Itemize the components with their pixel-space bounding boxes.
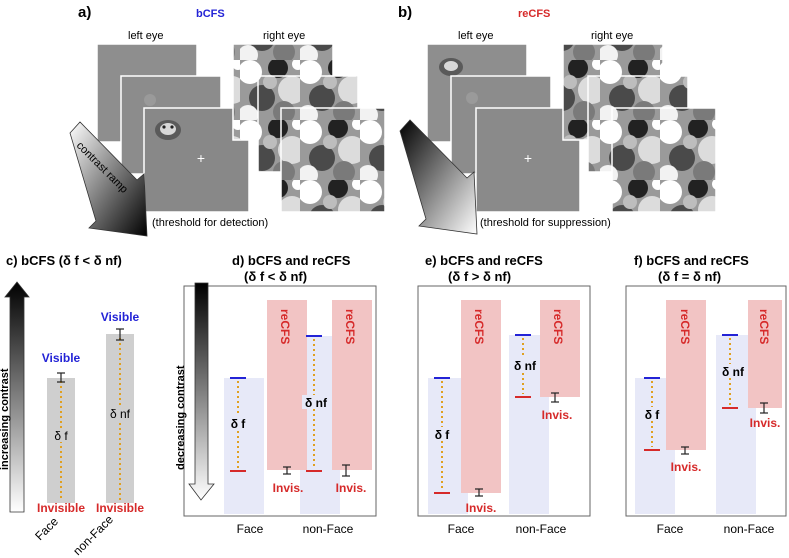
panel-b: b) reCFS left eye right eye + (threshold… (398, 4, 717, 235)
invis-label-e1: Invis. (466, 501, 497, 515)
x-label-nonface-e: non-Face (516, 522, 567, 536)
panel-e-title-2: (δ f > δ nf) (448, 269, 511, 284)
x-label-nonface-f: non-Face (724, 522, 775, 536)
panel-e: e) bCFS and reCFS (δ f > δ nf) δ f δ nf … (417, 253, 591, 536)
delta-nf-label-f: δ nf (722, 365, 745, 379)
panel-f-frame (625, 285, 787, 517)
faint-face-stimulus-b (466, 92, 478, 104)
delta-nf-label: δ nf (110, 407, 131, 421)
recfs-label-d1: reCFS (278, 309, 292, 344)
panel-d: d) bCFS and reCFS (δ f < δ nf) decreasin… (175, 253, 377, 536)
panel-d-frame (183, 285, 377, 517)
fixation-cross: + (197, 150, 205, 166)
x-label-face-e: Face (448, 522, 475, 536)
panel-a-title: bCFS (196, 8, 225, 20)
invis-label-f2: Invis. (750, 416, 781, 430)
panel-c: c) bCFS (δ f < δ nf) increasing contrast… (0, 253, 144, 558)
contrast-ramp-arrow-b (399, 119, 478, 235)
delta-f-label: δ f (54, 429, 68, 443)
face-stimulus (155, 120, 181, 140)
mondrian-mask-b3 (611, 107, 717, 213)
contrast-ramp-arrow (69, 121, 148, 237)
delta-f-label-f: δ f (645, 408, 661, 422)
panel-e-frame (417, 285, 591, 517)
face-recfs-bar-e (461, 300, 501, 493)
invis-label-d1: Invis. (273, 481, 304, 495)
invis-label-d2: Invis. (336, 481, 367, 495)
panel-c-title: c) bCFS (δ f < δ nf) (6, 253, 122, 268)
face-stimulus-b (439, 58, 463, 76)
face-recfs-bar-d (267, 300, 307, 470)
panel-f-title-1: f) bCFS and reCFS (634, 253, 749, 268)
nonface-recfs-bar-d (332, 300, 372, 470)
fixation-cross-b: + (524, 150, 532, 166)
right-eye-label-b: right eye (591, 30, 633, 42)
delta-nf-label-d: δ nf (305, 396, 328, 410)
face-errorbar (57, 372, 65, 383)
x-label-nonface-c: non-Face (70, 512, 116, 558)
recfs-label-f2: reCFS (757, 309, 771, 344)
delta-f-label-d: δ f (231, 417, 247, 431)
nonface-visible-label: Visible (101, 310, 140, 324)
decreasing-contrast-label: decreasing contrast (175, 365, 187, 470)
panel-f: f) bCFS and reCFS (δ f = δ nf) δ f δ nf … (625, 253, 787, 536)
recfs-label-f1: reCFS (678, 309, 692, 344)
x-label-face-c: Face (32, 514, 61, 543)
nonface-recfs-bar-e (540, 300, 580, 397)
panel-a-label: a) (78, 4, 91, 21)
nonface-invisible-label: Invisible (96, 501, 144, 515)
panel-a: a) bCFS left eye right eye + contrast ra… (69, 4, 386, 237)
delta-nf-label-e: δ nf (514, 359, 537, 373)
increasing-contrast-arrow (4, 281, 30, 513)
faint-face-stimulus (144, 94, 156, 106)
panel-e-title-1: e) bCFS and reCFS (425, 253, 543, 268)
recfs-label-e1: reCFS (472, 309, 486, 344)
left-eye-label: left eye (128, 30, 163, 42)
nonface-recfs-bar-f (748, 300, 782, 408)
face-bar-d (224, 378, 264, 514)
decreasing-contrast-arrow (188, 282, 215, 501)
invis-label-f1: Invis. (671, 460, 702, 474)
recfs-label-d2: reCFS (343, 309, 357, 344)
panel-d-title-1: d) bCFS and reCFS (232, 253, 351, 268)
x-label-nonface-d: non-Face (303, 522, 354, 536)
increasing-contrast-label: increasing contrast (0, 368, 11, 470)
x-label-face-f: Face (657, 522, 684, 536)
mondrian-mask-3 (280, 107, 386, 213)
threshold-detection: (threshold for detection) (152, 217, 268, 229)
panel-d-title-2: (δ f < δ nf) (244, 269, 307, 284)
x-label-face-d: Face (237, 522, 264, 536)
threshold-suppression: (threshold for suppression) (480, 217, 611, 229)
nonface-errorbar (116, 328, 124, 341)
face-invisible-label: Invisible (37, 501, 85, 515)
panel-f-title-2: (δ f = δ nf) (658, 269, 721, 284)
left-eye-label-b: left eye (458, 30, 493, 42)
recfs-label-e2: reCFS (551, 309, 565, 344)
panel-b-label: b) (398, 4, 412, 21)
invis-label-e2: Invis. (542, 408, 573, 422)
right-eye-label: right eye (263, 30, 305, 42)
delta-f-label-e: δ f (435, 428, 451, 442)
face-recfs-bar-f (666, 300, 706, 450)
face-visible-label: Visible (42, 351, 81, 365)
panel-b-title: reCFS (518, 8, 550, 20)
